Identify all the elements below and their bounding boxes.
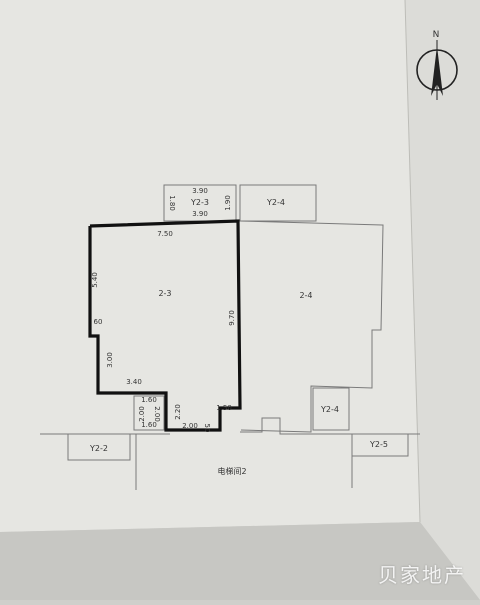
dim-small-200: 2.00 [138,406,146,422]
balcony-label-y2-3: Y2-3 [190,198,209,207]
dim-notch-220: 2.20 [174,404,182,420]
dim-top-390-a: 3.90 [192,187,208,195]
dim-right-970: 9.70 [228,310,236,326]
dim-left-60: 60 [94,318,103,326]
dim-y23-190: 1.90 [224,195,232,211]
balcony-label-y2-4-bottom: Y2-4 [320,405,339,414]
watermark-logo: 贝家地产 [378,563,466,587]
paper-fold [404,0,421,523]
dim-y23-180: 1.80 [168,195,176,211]
corridor-line-right [240,417,420,435]
dim-top-390-b: 3.90 [192,210,208,218]
unit-2-4-outline [239,220,384,433]
north-compass-icon [416,40,458,100]
room-label-2-4: 2-4 [299,291,312,300]
room-label-2-3: 2-3 [158,289,171,298]
table-surface [0,522,480,600]
compass-label: N [433,30,440,40]
dim-bottom-200: 2.00 [182,422,198,430]
paper-sheet [0,0,420,532]
elevator-hall-label: 电梯间2 [217,466,246,476]
dim-small-160-a: 1.60 [141,396,157,404]
dim-bottom-150: 1.50 [216,404,232,412]
dim-bottom-340: 3.40 [126,378,142,386]
dim-small-200-rotated: 2.00 [153,406,161,422]
unit-2-3-walls [88,219,242,432]
dim-left-540: 5.40 [91,272,99,288]
small-room-outline [133,395,165,431]
dim-left-300: 3.00 [106,352,114,368]
dim-bottom-50: 50 [203,424,211,433]
balcony-y2-5-outline [351,433,409,457]
paper-sheet-right [405,0,480,600]
balcony-label-y2-5: Y2-5 [369,440,388,449]
balcony-label-y2-2: Y2-2 [89,444,108,453]
dim-top-750: 7.50 [157,230,173,238]
balcony-label-y2-4-top: Y2-4 [266,198,285,207]
dim-small-160-b: 1.60 [141,421,157,429]
balcony-y2-4-bottom-outline [312,387,350,431]
balcony-y2-4-top-outline [239,184,317,222]
balcony-y2-2-outline [67,433,131,461]
